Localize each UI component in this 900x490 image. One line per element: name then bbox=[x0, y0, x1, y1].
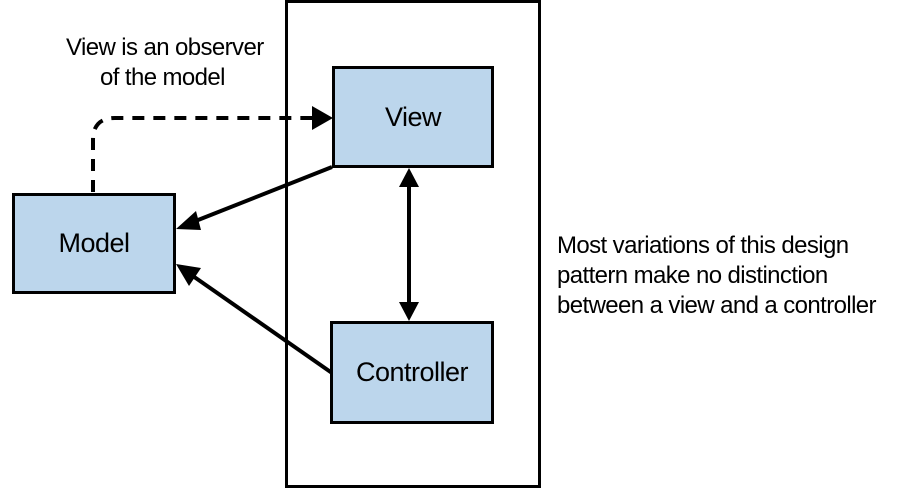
model-node: Model bbox=[12, 193, 176, 294]
view-node: View bbox=[332, 66, 494, 168]
variation-note-line: between a view and a controller bbox=[557, 292, 877, 319]
controller-to-model-arrow bbox=[188, 272, 334, 375]
view-controller-arrowhead-bottom bbox=[399, 302, 419, 321]
model-label: Model bbox=[58, 228, 130, 258]
view-to-model-arrow bbox=[192, 165, 333, 224]
observer-dashed-arrow bbox=[91, 116, 318, 192]
view-label: View bbox=[384, 101, 442, 132]
observer-note-line: View is an observer bbox=[66, 34, 264, 61]
variation-note: Most variations of this design pattern m… bbox=[557, 231, 877, 321]
variation-note-line: pattern make no distinction bbox=[557, 262, 828, 289]
observer-arrowhead bbox=[312, 106, 333, 130]
controller-to-model-arrowhead bbox=[176, 264, 201, 286]
view-controller-arrowhead-top bbox=[399, 168, 419, 187]
observer-note: View is an observer of the model bbox=[66, 33, 264, 93]
view-controller-group bbox=[285, 0, 541, 488]
controller-label: Controller bbox=[355, 357, 469, 387]
observer-note-line: of the model bbox=[100, 64, 225, 91]
view-to-model-arrowhead bbox=[176, 211, 201, 230]
variation-note-line: Most variations of this design bbox=[557, 232, 849, 259]
controller-node: Controller bbox=[330, 321, 494, 424]
